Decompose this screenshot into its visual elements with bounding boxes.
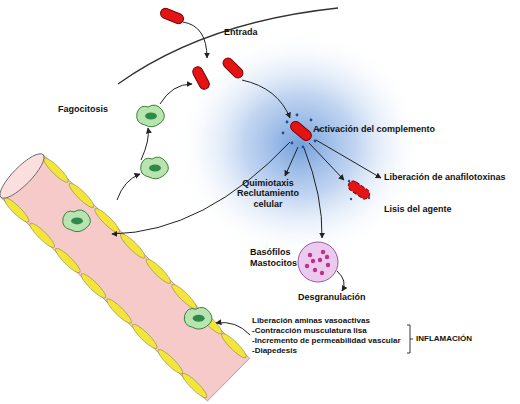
label-text: Quimiotaxis Reclutamiento celular <box>232 178 304 209</box>
cell-granule <box>321 250 325 254</box>
blood-vessel <box>0 141 256 402</box>
label-text: Entrada <box>224 27 258 37</box>
arrows <box>112 22 381 335</box>
label-text: Desgranulación <box>298 292 366 302</box>
cell-label: Basófilos Mastocitos <box>250 247 296 269</box>
label-text: Liberación aminas vasoactivas <box>252 316 370 325</box>
label-text: INFLAMACIÓN <box>416 334 472 343</box>
phagocyte <box>141 157 169 179</box>
cell-granule <box>311 259 315 263</box>
label-text: Lisis del agente <box>384 204 452 214</box>
label-text: -Diapedesis <box>252 346 297 355</box>
complement-glow <box>175 30 425 260</box>
label-text: Fagocitosis <box>58 104 108 114</box>
membrane-line <box>118 8 338 84</box>
label-text: -Incremento de permeabilidad vascular <box>252 336 401 345</box>
label-text: Activación del complemento <box>313 124 435 134</box>
cell-body <box>298 242 338 282</box>
cell-granule <box>325 255 329 259</box>
cell-granule <box>326 263 330 267</box>
cell-granule <box>320 271 324 275</box>
bacteria <box>159 7 372 201</box>
label-text: -Contracción musculatura lisa <box>252 326 367 335</box>
cell-granule <box>313 268 317 272</box>
bracket <box>407 325 413 353</box>
cell-granule <box>305 264 309 268</box>
cell-node: Basófilos Mastocitos <box>250 240 345 286</box>
cell-granule <box>308 253 312 257</box>
phagocyte <box>137 105 165 127</box>
label-text: Liberación de anafilotoxinas <box>384 172 506 182</box>
cell-granule <box>318 258 322 262</box>
